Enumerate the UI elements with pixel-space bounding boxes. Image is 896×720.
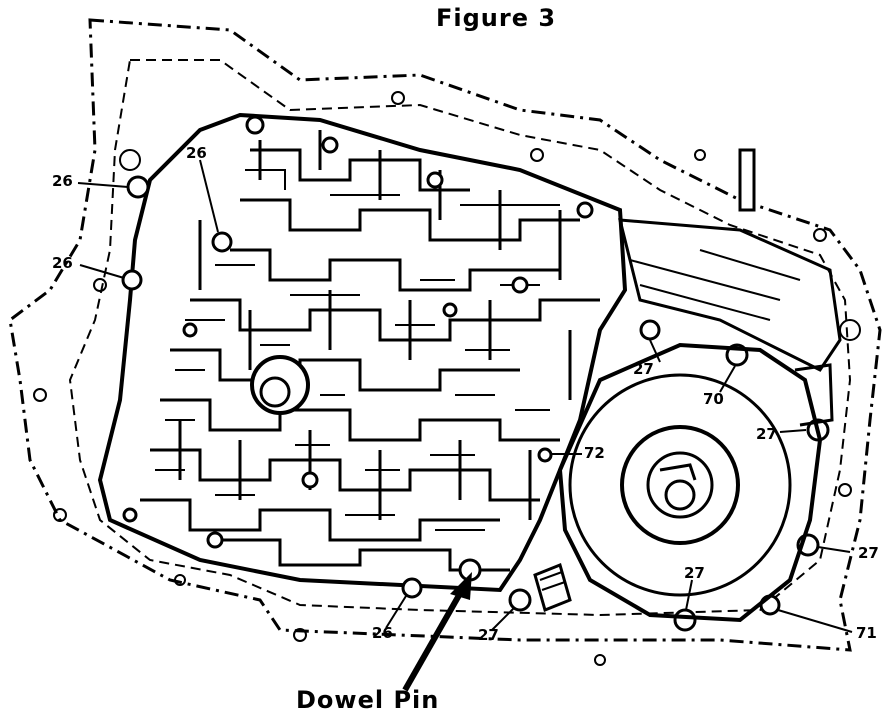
callout-70: 70 <box>703 390 724 408</box>
dowel-pin-arrow <box>402 572 472 692</box>
bolt-holes <box>121 115 830 632</box>
callout-27-right-upper: 27 <box>633 360 654 378</box>
retainer-bracket <box>794 363 834 427</box>
wiring-connector <box>533 562 572 613</box>
callout-26-bottom: 26 <box>372 624 393 642</box>
oil-passages <box>140 130 600 572</box>
callout-27-far-right: 27 <box>858 544 879 562</box>
dowel-pin-caption: Dowel Pin <box>296 686 440 714</box>
valve-body-plate <box>97 112 628 593</box>
side-cover <box>618 218 842 372</box>
leader-lines <box>77 159 853 633</box>
oil-passages-inner <box>155 169 560 531</box>
callout-26-top-left: 26 <box>52 172 73 190</box>
dipstick-tube <box>738 148 756 212</box>
case-inner-outline <box>68 59 852 617</box>
callout-71: 71 <box>856 624 877 642</box>
callout-27-lower-mid: 27 <box>684 564 705 582</box>
case-bolt-holes <box>33 91 861 666</box>
figure-title: Figure 3 <box>436 4 557 32</box>
pump-assembly <box>557 342 823 623</box>
callout-27-bottom: 27 <box>478 626 499 644</box>
callout-26-mid-left: 26 <box>52 254 73 272</box>
case-outline <box>8 18 882 652</box>
callout-72: 72 <box>584 444 605 462</box>
callout-26-upper: 26 <box>186 144 207 162</box>
callout-27-right: 27 <box>756 425 777 443</box>
